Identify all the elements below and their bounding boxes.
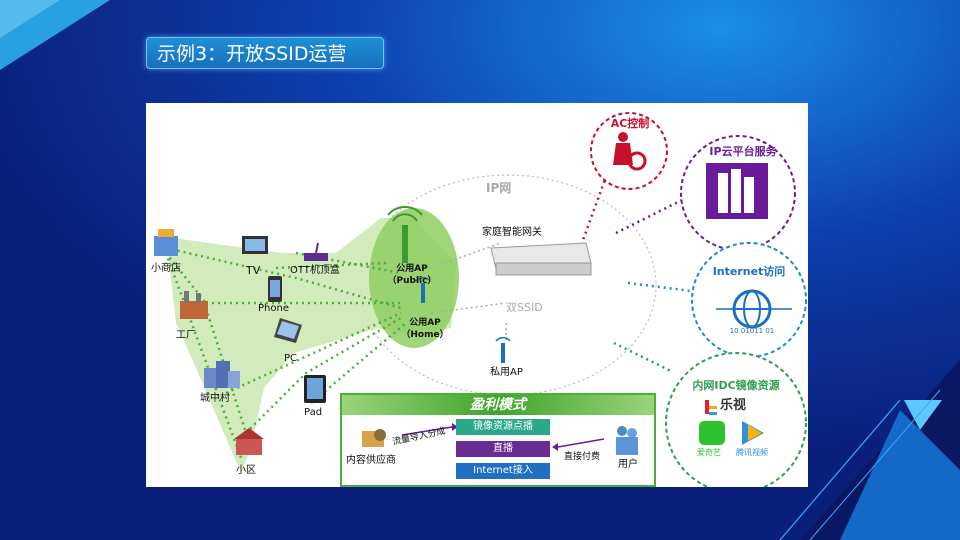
- provider-label: 内容供应商: [346, 455, 396, 466]
- set-top-box-icon: [304, 242, 328, 261]
- user-group-icon: [616, 426, 638, 455]
- ott-label: OTT机顶盒: [290, 265, 340, 276]
- store-icon: [154, 229, 178, 256]
- profit-model-title: 盈利模式: [342, 395, 654, 415]
- home-ap-label: 公用AP （Home）: [401, 318, 449, 340]
- iqiyi-logo-icon: [699, 421, 725, 445]
- dual-ssid-label: 双SSID: [506, 301, 543, 314]
- ip-cloud-label: IP云平台服务: [709, 145, 777, 158]
- public-ap-label: 公用AP （Public）: [387, 264, 437, 286]
- laptop-icon: [274, 318, 302, 343]
- bar-mirror-vod: 镜像资源点播: [456, 419, 550, 435]
- private-ap-label: 私用AP: [490, 367, 523, 378]
- link-idc: [613, 341, 672, 373]
- binary-text: 10 01011 01: [729, 327, 775, 335]
- phone-icon: [268, 276, 282, 302]
- diagram-panel: IP网 家庭智能网关 双SSID 公用AP （Public） 公用AP （Hom…: [146, 103, 808, 487]
- link-ip-cloud: [615, 196, 687, 235]
- community-label: 小区: [236, 465, 256, 476]
- bar-internet-access: Internet接入: [456, 463, 550, 479]
- ip-network-label: IP网: [486, 181, 512, 195]
- tv-label: TV: [246, 264, 261, 277]
- iqiyi-label: 爱奇艺: [697, 448, 721, 457]
- store-label: 小商店: [151, 263, 181, 274]
- tencent-video-logo-icon: [742, 421, 764, 445]
- public-ap-antenna-icon: [402, 225, 408, 263]
- user-label: 用户: [618, 459, 638, 470]
- profit-model-box: 盈利模式 镜像资源点播 直播 Internet接入 内容供应商 流量导入分成 用…: [340, 393, 656, 487]
- ip-network-boundary: [359, 174, 657, 396]
- direct-pay-label: 直接付费: [564, 452, 601, 462]
- city-village-label: 城中村: [200, 393, 230, 404]
- gateway-label: 家庭智能网关: [482, 227, 542, 238]
- tablet-icon: [304, 375, 326, 403]
- phone-label: Phone: [258, 303, 289, 314]
- city-village-icon: [204, 361, 240, 388]
- tv-icon: [242, 236, 268, 254]
- link-internet: [627, 281, 692, 293]
- pad-label: Pad: [304, 407, 323, 418]
- provider-icon: [362, 429, 386, 447]
- bar-live: 直播: [456, 441, 550, 457]
- ac-control-label: AC控制: [610, 117, 650, 130]
- factory-icon: [180, 291, 208, 319]
- letv-label: 乐视: [720, 398, 747, 413]
- profit-model-arrows: [362, 423, 638, 455]
- private-ap-antenna-icon: [501, 343, 505, 363]
- pc-label: PC: [284, 353, 298, 364]
- gateway-device-icon: [490, 242, 592, 276]
- network-diagram: [154, 112, 807, 487]
- slide-title: 示例3：开放SSID运营: [146, 37, 384, 69]
- letv-logo-icon: [705, 400, 717, 415]
- cloud-building-icon: [706, 163, 768, 219]
- tencent-label: 腾讯视频: [736, 448, 768, 457]
- internet-label: Internet访问: [712, 265, 786, 278]
- community-icon: [234, 428, 264, 455]
- ac-person-icon: [613, 132, 647, 171]
- factory-label: 工厂: [176, 330, 196, 341]
- idc-circle: [665, 352, 807, 487]
- idc-label: 内网IDC镜像资源: [692, 379, 780, 392]
- internet-circle: [691, 242, 807, 358]
- globe-icon: [716, 289, 792, 329]
- home-ap-antenna-icon: [421, 283, 425, 303]
